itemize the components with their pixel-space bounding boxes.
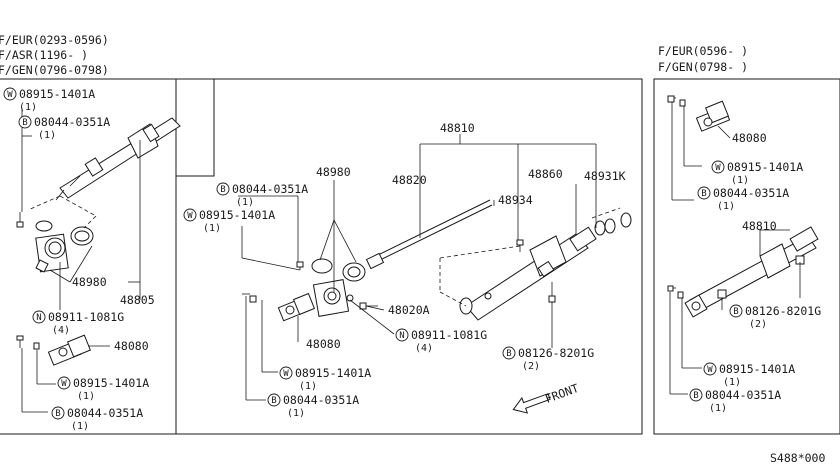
left-part-48805: 48805 [120, 293, 155, 307]
right-top-bolt-qty: (1) [717, 201, 735, 212]
washer-badge-left-bottom: W [61, 379, 67, 389]
header-left-line-2: F/ASR(1196- ) [0, 48, 88, 62]
front-arrow-icon [512, 393, 551, 414]
center-part-48080: 48080 [306, 337, 341, 351]
center-part-48980: 48980 [316, 165, 351, 179]
washer-badge-right-top: W [715, 163, 721, 173]
right-top-washer-qty: (1) [731, 175, 749, 186]
center-bottom-bolt-qty: (1) [287, 408, 305, 419]
header-right-line-1: F/EUR(0596- ) [658, 44, 748, 58]
right-section-frame [653, 78, 840, 435]
left-bracket-assembly [35, 220, 94, 273]
left-column-shaft [55, 117, 181, 201]
right-top-washer-part-number: 08915-1401A [727, 160, 803, 174]
center-part-48820: 48820 [392, 173, 427, 187]
center-top-washer-part-number: 08915-1401A [199, 208, 275, 222]
bolt-badge-center-right: B [506, 349, 511, 359]
washer-badge-right-bottom: W [707, 365, 713, 375]
right-bottom-bolt-part-number: 08044-0351A [705, 388, 781, 402]
left-part-48080: 48080 [114, 339, 149, 353]
bolt-badge-center-top: B [220, 185, 225, 195]
center-top-bolt-qty: (1) [236, 197, 254, 208]
center-nut-part-number: 08911-1081G [411, 328, 487, 342]
washer-badge-center-bottom: W [283, 369, 289, 379]
front-label: FRONT [543, 381, 580, 406]
bolt-badge-left-bottom: B [55, 409, 60, 419]
center-bearing-rings [311, 212, 632, 282]
left-bottom-bolt-qty: (1) [71, 421, 89, 432]
nut-badge-left: N [36, 313, 41, 323]
left-bolt-1 [16, 212, 24, 228]
center-part-48860: 48860 [528, 167, 563, 181]
right-universal-joint [667, 95, 731, 132]
center-section-frame [175, 78, 643, 435]
right-top-bolt-part-number: 08044-0351A [713, 186, 789, 200]
left-bottom-washer-qty: (1) [77, 391, 95, 402]
right-bottom-washer-part-number: 08915-1401A [719, 362, 795, 376]
right-bottom-bolt-qty: (1) [709, 403, 727, 414]
left-bolt-part-number: 08044-0351A [34, 115, 110, 129]
bolt-badge-right-bottom: B [693, 391, 698, 401]
left-nut-qty: (4) [52, 325, 70, 336]
bolt-badge-left-top: B [22, 118, 27, 128]
right-column-assembly [667, 226, 819, 318]
bolt-badge-right-top: B [701, 189, 706, 199]
center-column-shaft [365, 199, 493, 270]
header-left-line-1: F/EUR(0293-0596) [0, 33, 109, 47]
left-washer-qty: (1) [19, 102, 37, 113]
bolt-badge-center-bottom: B [271, 396, 276, 406]
center-top-washer-qty: (1) [203, 223, 221, 234]
bolt-badge-right-mid: B [733, 307, 738, 317]
left-nut-part-number: 08911-1081G [48, 310, 124, 324]
right-part-48810: 48810 [742, 219, 777, 233]
left-bolt-qty: (1) [38, 130, 56, 141]
right-bottom-washer-qty: (1) [723, 377, 741, 388]
left-bottom-bolt-part-number: 08044-0351A [67, 406, 143, 420]
header-right-line-2: F/GEN(0798- ) [658, 60, 748, 74]
left-part-48980: 48980 [72, 275, 107, 289]
header-left-line-3: F/GEN(0796-0798) [0, 63, 109, 77]
center-bottom-bolt-part-number: 08044-0351A [283, 393, 359, 407]
left-washer-part-number: 08915-1401A [19, 87, 95, 101]
center-top-bolt-part-number: 08044-0351A [232, 182, 308, 196]
center-bottom-washer-qty: (1) [299, 381, 317, 392]
center-bolt-48934 [296, 239, 556, 310]
center-part-48020a: 48020A [388, 303, 430, 317]
center-part-48934: 48934 [498, 193, 533, 207]
center-right-bolt-qty: (2) [522, 361, 540, 372]
right-mid-bolt-part-number: 08126-8201G [745, 304, 821, 318]
washer-badge-left-top: W [7, 90, 13, 100]
washer-badge-center-top: W [187, 211, 193, 221]
center-part-48810: 48810 [440, 121, 475, 135]
left-bottom-washer-part-number: 08915-1401A [73, 376, 149, 390]
left-upper-joint [16, 334, 91, 366]
center-bracket [312, 279, 354, 317]
right-part-48080: 48080 [732, 131, 767, 145]
nut-badge-center: N [399, 331, 404, 341]
center-nut-qty: (4) [415, 343, 433, 354]
diagram-code: S488*000 [770, 451, 825, 465]
center-universal-joint [242, 292, 316, 322]
center-part-48931k: 48931K [584, 169, 626, 183]
center-bottom-washer-part-number: 08915-1401A [295, 366, 371, 380]
center-right-bolt-part-number: 08126-8201G [518, 346, 594, 360]
right-mid-bolt-qty: (2) [749, 319, 767, 330]
center-column-tube [459, 226, 597, 321]
